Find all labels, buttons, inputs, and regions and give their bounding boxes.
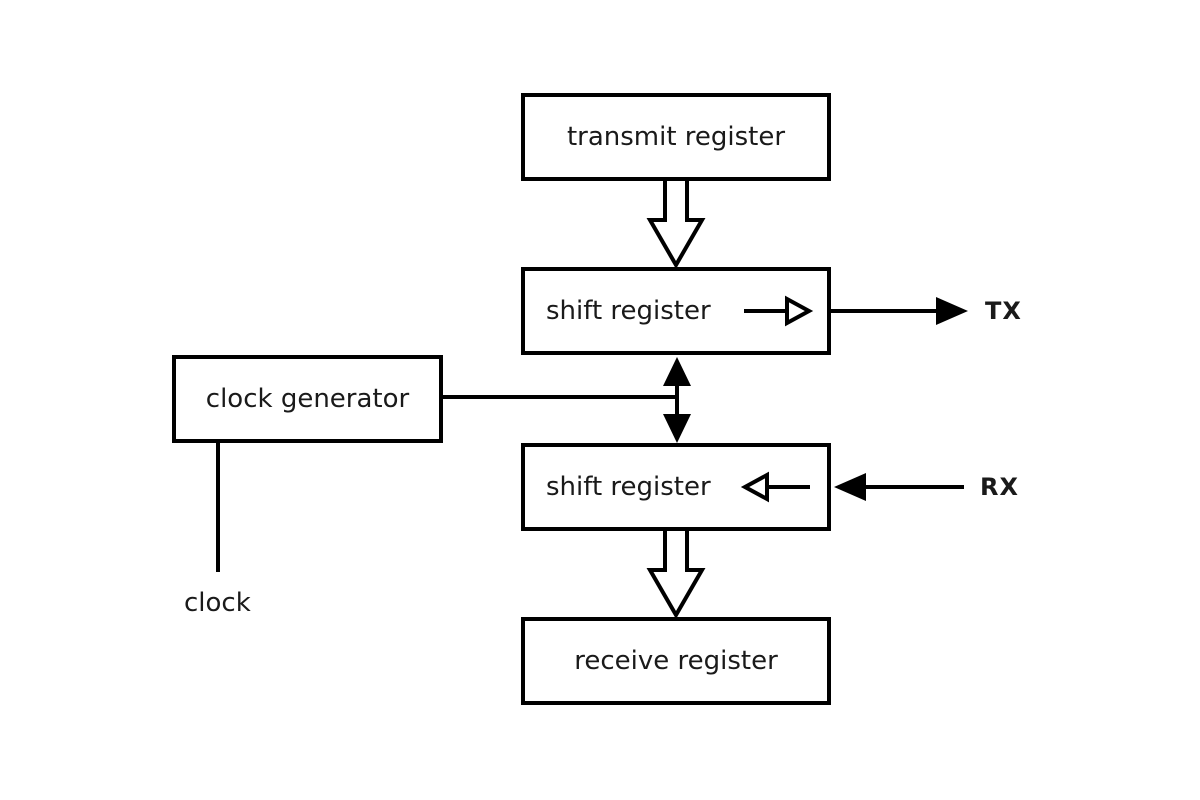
receive-register-box: receive register	[521, 617, 831, 705]
shift-register-rx-label: shift register	[546, 472, 711, 502]
rx-signal-label: RX	[980, 473, 1019, 501]
rx-arrowhead-icon	[834, 473, 866, 501]
tx-arrowhead-icon	[936, 297, 968, 325]
transmit-register-label: transmit register	[566, 122, 786, 152]
shift-register-tx-box: shift register	[521, 267, 831, 355]
clock-generator-box: clock generator	[172, 355, 443, 443]
shift-register-tx-label: shift register	[546, 296, 711, 326]
tx-signal-label: TX	[985, 297, 1022, 325]
hollow-down-arrow-rx-icon	[646, 527, 706, 619]
clock-up-arrowhead-icon	[663, 357, 691, 386]
transmit-register-box: transmit register	[521, 93, 831, 181]
clock-signal-label: clock	[184, 588, 251, 618]
shift-register-rx-box: shift register	[521, 443, 831, 531]
hollow-down-arrow-tx-icon	[646, 177, 706, 269]
receive-register-label: receive register	[574, 646, 778, 676]
clock-down-arrowhead-icon	[663, 414, 691, 443]
clock-generator-label: clock generator	[205, 384, 410, 414]
